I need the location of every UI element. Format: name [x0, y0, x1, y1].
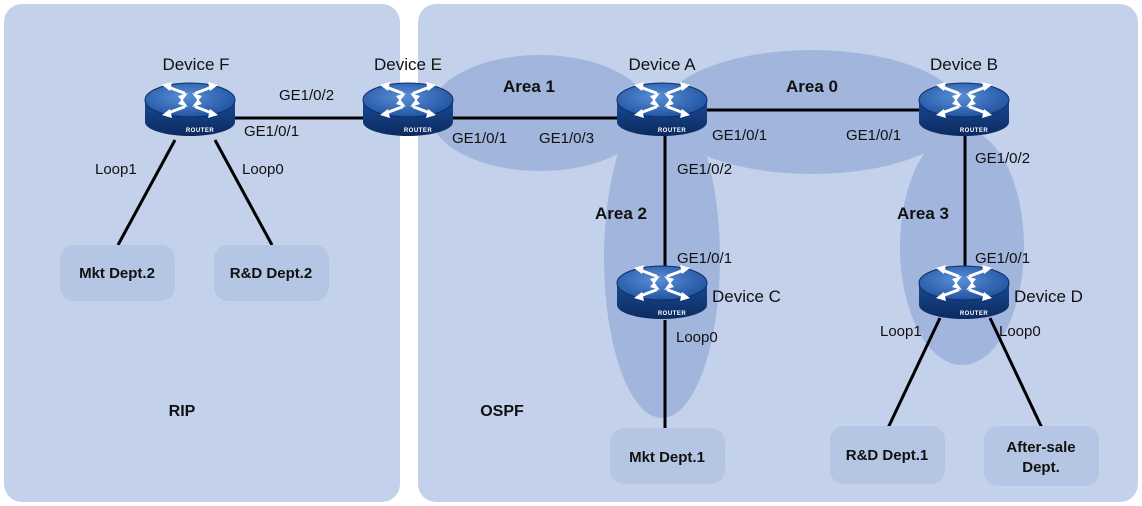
device-c-router-icon: ROUTER: [615, 263, 709, 321]
link-f-rd2: [213, 139, 274, 246]
dept-rd2-label: R&D Dept.2: [230, 265, 313, 282]
dept-rd1-label: R&D Dept.1: [846, 447, 929, 464]
port-c-ge1: GE1/0/1: [677, 250, 732, 267]
port-b-ge1: GE1/0/1: [846, 127, 901, 144]
rip-label: RIP: [169, 403, 196, 420]
dept-aftersale-label-2: Dept.: [1022, 459, 1060, 476]
rip-region: [4, 4, 400, 502]
port-d-ge1: GE1/0/1: [975, 250, 1030, 267]
loop-d-loop0: Loop0: [999, 323, 1041, 340]
area0-ellipse: [662, 50, 962, 174]
device-a-router-icon: ROUTER: [615, 80, 709, 138]
port-b-ge2: GE1/0/2: [975, 150, 1030, 167]
dept-mkt1: Mkt Dept.1: [610, 428, 725, 484]
dept-mkt2-label: Mkt Dept.2: [79, 265, 155, 282]
link-d-aftersale: [988, 317, 1044, 429]
dept-rd1: R&D Dept.1: [830, 426, 945, 484]
device-f-router-icon: ROUTER: [143, 80, 237, 138]
port-e-ge1: GE1/0/1: [452, 130, 507, 147]
link-d-rd1: [886, 317, 942, 429]
loop-f-loop1: Loop1: [95, 161, 137, 178]
device-d-label: Device D: [1014, 287, 1083, 306]
port-f-ge1: GE1/0/1: [244, 123, 299, 140]
device-f-label: Device F: [162, 55, 229, 74]
area0-label: Area 0: [786, 77, 838, 96]
dept-rd2: R&D Dept.2: [214, 245, 329, 301]
device-b-router-text: ROUTER: [960, 128, 989, 134]
loop-d-loop1: Loop1: [880, 323, 922, 340]
port-a-ge1: GE1/0/1: [712, 127, 767, 144]
device-b-label: Device B: [930, 55, 998, 74]
device-c-label: Device C: [712, 287, 781, 306]
device-b-router-icon: ROUTER: [917, 80, 1011, 138]
device-e-label: Device E: [374, 55, 442, 74]
dept-aftersale-label-1: After-sale: [1006, 439, 1075, 456]
link-f-mkt2: [116, 139, 177, 246]
device-a-router-text: ROUTER: [658, 128, 687, 134]
device-d-router-icon: ROUTER: [917, 263, 1011, 321]
loop-c-loop0: Loop0: [676, 329, 718, 346]
area1-label: Area 1: [503, 77, 555, 96]
port-f-ge2: GE1/0/2: [279, 87, 334, 104]
area2-ellipse: [604, 98, 720, 418]
device-e-router-text: ROUTER: [404, 128, 433, 134]
port-a-ge3: GE1/0/3: [539, 130, 594, 147]
loop-f-loop0: Loop0: [242, 161, 284, 178]
ospf-label: OSPF: [480, 403, 524, 420]
area2-label: Area 2: [595, 204, 647, 223]
area3-label: Area 3: [897, 204, 949, 223]
device-a-label: Device A: [628, 55, 696, 74]
port-a-ge2: GE1/0/2: [677, 161, 732, 178]
dept-aftersale: After-sale Dept.: [984, 426, 1099, 486]
dept-mkt1-label: Mkt Dept.1: [629, 449, 705, 466]
device-c-router-text: ROUTER: [658, 311, 687, 317]
device-f-router-text: ROUTER: [186, 128, 215, 134]
area1-ellipse: [430, 55, 650, 171]
device-e-router-icon: ROUTER: [361, 80, 455, 138]
dept-mkt2: Mkt Dept.2: [60, 245, 175, 301]
device-d-router-text: ROUTER: [960, 311, 989, 317]
